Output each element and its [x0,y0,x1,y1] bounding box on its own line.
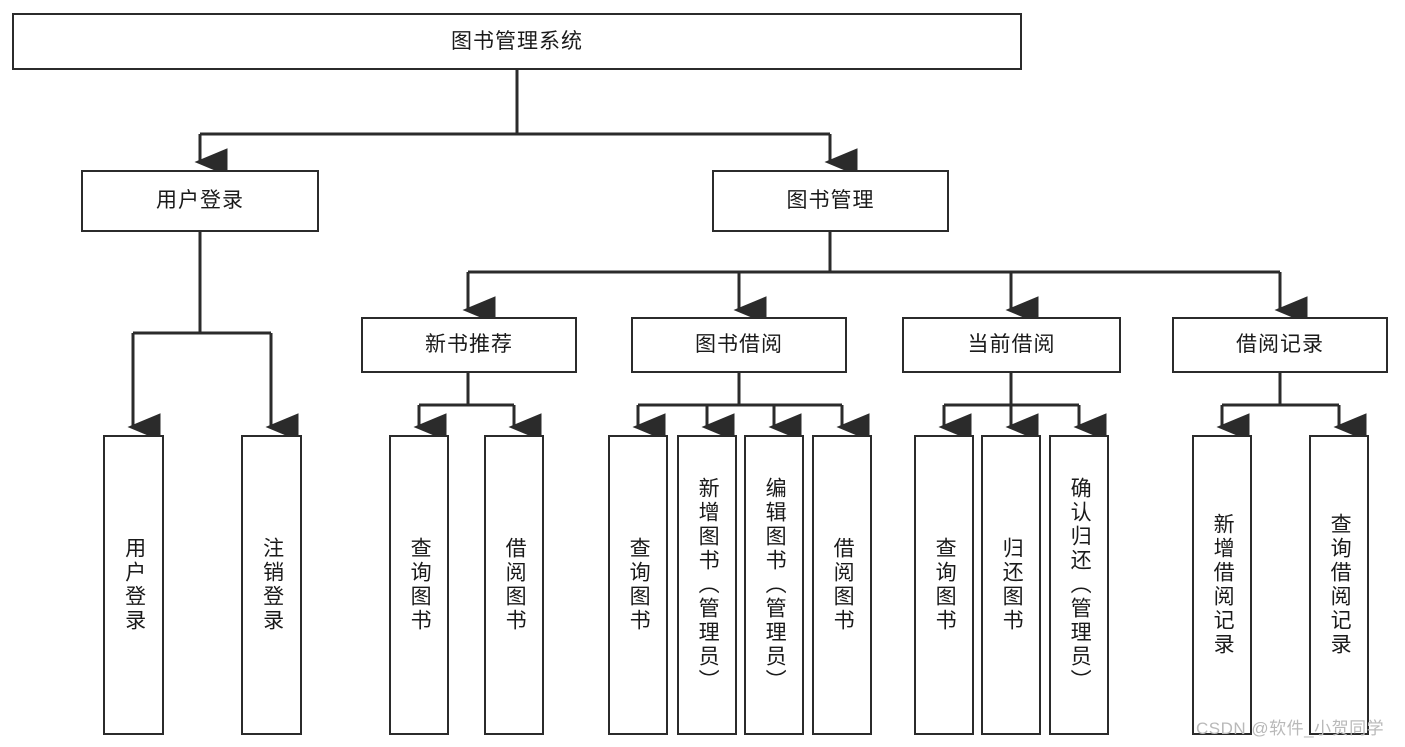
leaf-borrow-record-add[interactable]: 新增借阅记录 [1192,435,1252,735]
node-label: 借阅图书 [831,537,855,633]
leaf-current-borrow-query[interactable]: 查询图书 [914,435,974,735]
node-label: 编辑图书（管理员） [763,477,787,693]
node-book-manage[interactable]: 图书管理 [712,170,949,232]
node-label: 借阅记录 [1236,333,1324,357]
node-root-system[interactable]: 图书管理系统 [12,13,1022,70]
leaf-book-borrow-query[interactable]: 查询图书 [608,435,668,735]
node-label: 新书推荐 [425,333,513,357]
node-book-borrow[interactable]: 图书借阅 [631,317,847,373]
node-label: 查询借阅记录 [1328,513,1352,657]
node-label: 用户登录 [156,189,244,213]
node-label: 确认归还（管理员） [1068,477,1092,693]
node-label: 新增借阅记录 [1211,513,1235,657]
leaf-new-book-query[interactable]: 查询图书 [389,435,449,735]
leaf-current-borrow-confirm-return[interactable]: 确认归还（管理员） [1049,435,1109,735]
node-label: 借阅图书 [503,537,527,633]
leaf-borrow-record-query[interactable]: 查询借阅记录 [1309,435,1369,735]
node-label: 查询图书 [627,537,651,633]
watermark-text: CSDN @软件_小贺同学 [1196,719,1385,738]
node-label: 查询图书 [933,537,957,633]
node-label: 注销登录 [260,537,284,633]
node-user-login[interactable]: 用户登录 [81,170,319,232]
node-borrow-record[interactable]: 借阅记录 [1172,317,1388,373]
leaf-book-borrow-edit[interactable]: 编辑图书（管理员） [744,435,804,735]
node-label: 新增图书（管理员） [696,477,720,693]
leaf-user-login-logout[interactable]: 注销登录 [241,435,302,735]
node-label: 查询图书 [408,537,432,633]
node-label: 图书管理 [786,189,875,213]
node-label: 归还图书 [1000,537,1024,633]
node-label: 当前借阅 [967,333,1056,357]
leaf-user-login-login[interactable]: 用户登录 [103,435,164,735]
leaf-book-borrow-add[interactable]: 新增图书（管理员） [677,435,737,735]
node-current-borrow[interactable]: 当前借阅 [902,317,1121,373]
leaf-book-borrow-borrow[interactable]: 借阅图书 [812,435,872,735]
leaf-new-book-borrow[interactable]: 借阅图书 [484,435,544,735]
node-label: 用户登录 [122,537,146,633]
node-label: 图书管理系统 [451,29,583,53]
node-label: 图书借阅 [695,333,783,357]
leaf-current-borrow-return[interactable]: 归还图书 [981,435,1041,735]
node-new-book-recommend[interactable]: 新书推荐 [361,317,577,373]
